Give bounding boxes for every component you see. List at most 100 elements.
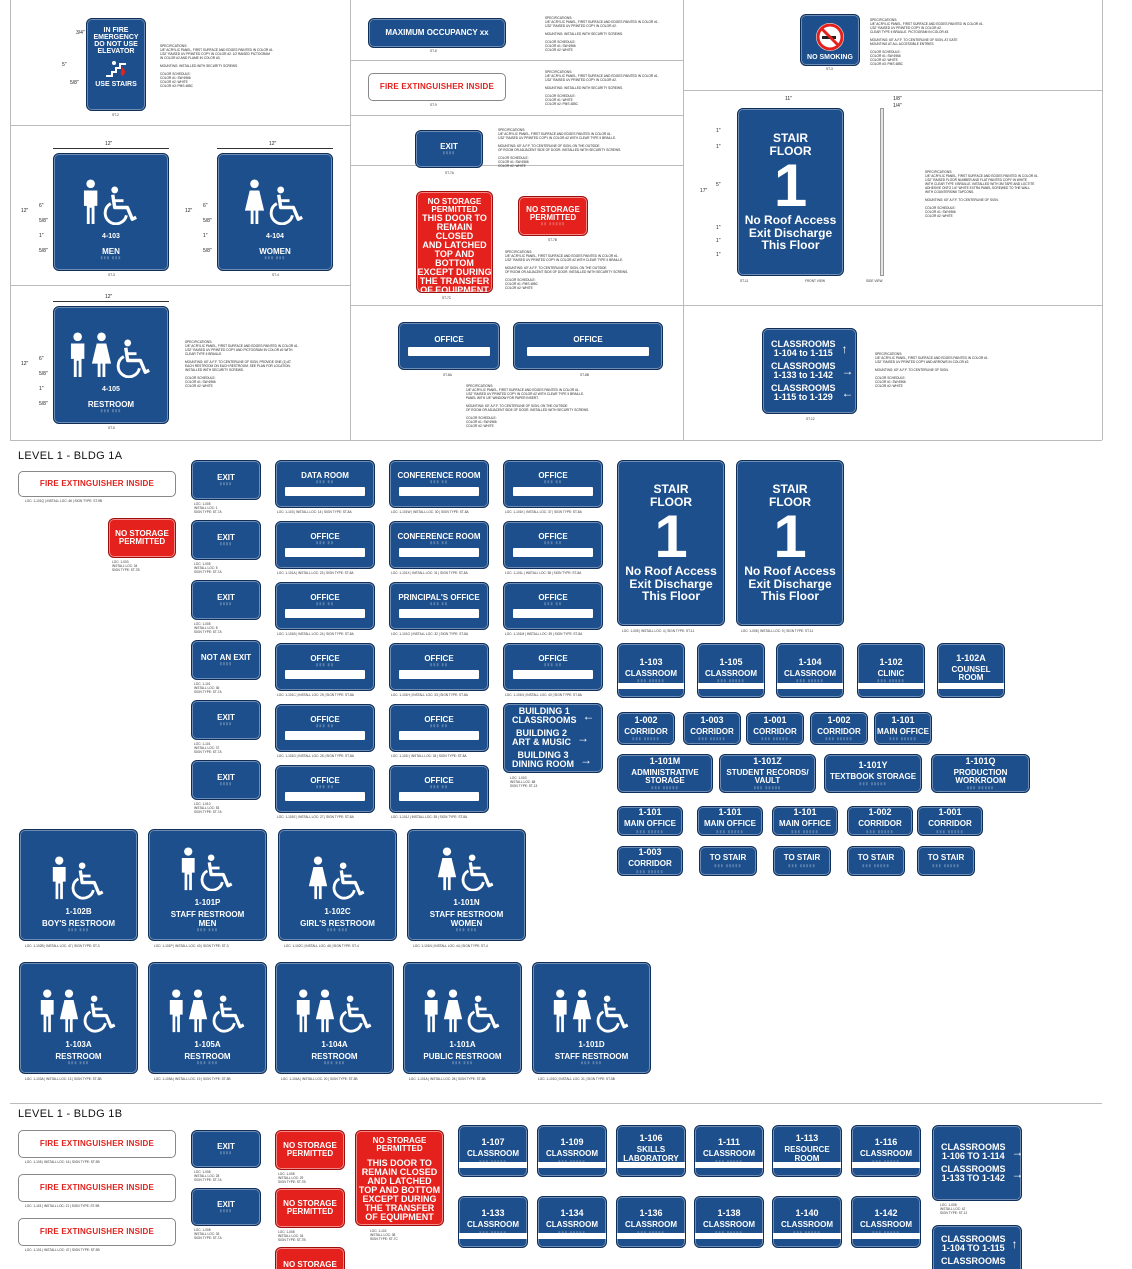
braille-text: ⠿⠿⠿ ⠿⠿ <box>316 785 334 790</box>
sign-code: ST-2 <box>112 113 119 117</box>
room-number: 1-104 <box>798 656 822 667</box>
install-caption: LOC: 1-101P | INSTALL LOC: 43 | SIGN TYP… <box>154 944 229 948</box>
room-sign-with-insert: OFFICE⠿⠿⠿ ⠿⠿ <box>275 643 375 691</box>
paper-insert-window <box>398 609 480 619</box>
room-label: CLASSROOM <box>467 1149 519 1159</box>
install-caption: LOC: 1-008 INSTALL LOC: 34 SIGN TYPE: ST… <box>278 1230 306 1242</box>
stair-info: Exit Discharge <box>748 225 833 240</box>
room-label: STUDENT RECORDS/ VAULT <box>726 767 809 785</box>
room-number: 1-136 <box>639 1208 663 1219</box>
direction-label: BUILDING 3 DINING ROOM <box>512 750 574 769</box>
insert-strip <box>852 1162 920 1168</box>
dimension: 6" <box>39 203 44 209</box>
dimension: 5/8" <box>70 80 79 86</box>
room-number: 1-105 <box>719 656 743 667</box>
frame-line <box>350 165 683 166</box>
sign-label: NO STORAGE <box>283 1259 337 1269</box>
room-label: MAIN OFFICE <box>877 726 929 736</box>
braille-text: ⠿⠿⠿ ⠿⠿⠿ <box>326 928 349 932</box>
braille-text: ⠿⠿⠿ ⠿⠿ <box>316 602 334 607</box>
room-label: GIRL'S RESTROOM <box>300 918 375 928</box>
braille-text: ⠿⠿⠿ ⠿⠿⠿ <box>196 928 219 932</box>
paper-insert-window <box>398 792 480 802</box>
braille-text: ⠿⠿⠿ ⠿⠿ <box>544 541 562 546</box>
wheelchair-icon <box>332 862 365 900</box>
dimension: 12" <box>105 294 113 300</box>
paper-insert-window <box>512 548 594 558</box>
room-label: CORRIDOR <box>690 726 734 736</box>
dimension: 1" <box>39 233 44 239</box>
sign-code: ST-7A <box>445 171 454 175</box>
room-number: 1-101A <box>449 1039 476 1049</box>
room-number: 1-101M <box>649 755 681 766</box>
paper-insert-window <box>284 670 366 680</box>
room-label: CLASSROOM <box>703 1149 755 1159</box>
sign-label: MAXIMUM OCCUPANCY xx <box>385 27 489 37</box>
braille-text: ⠿⠿⠿ ⠿⠿ <box>316 541 334 546</box>
sign-code: ST-9 <box>430 103 437 107</box>
sign-line: PERMITTED <box>529 213 577 222</box>
braille-text: ⠿⠿⠿ ⠿⠿⠿⠿⠿ <box>788 863 816 868</box>
paper-insert-window <box>284 609 366 619</box>
no-smoking-sign: NO SMOKING <box>800 14 860 66</box>
sign-code: ST-8B <box>580 373 589 377</box>
direction-row: CLASSROOMS 1-133 TO 1-142→ <box>941 1165 1021 1183</box>
braille-text: ⠿⠿ ⠿⠿⠿⠿⠿ <box>540 222 566 226</box>
install-caption: LOC: 1-101J | INSTALL LOC: 35 | SIGN TYP… <box>391 815 468 819</box>
pictogram <box>436 847 497 892</box>
woman-icon <box>91 332 111 377</box>
braille-text: ⠿⠿⠿ ⠿⠿⠿⠿⠿ <box>636 869 664 874</box>
room-label: OFFICE <box>538 531 568 541</box>
room-label: TO STAIR <box>927 853 965 863</box>
room-sign-with-insert: PRINCIPAL'S OFFICE⠿⠿⠿ ⠿⠿ <box>389 582 489 630</box>
braille-text: ⠿⠿⠿⠿ <box>219 602 233 607</box>
man-icon <box>296 989 310 1032</box>
office-sign: OFFICE <box>398 322 500 370</box>
room-label: MAIN OFFICE <box>624 819 676 829</box>
braille-text: ⠿⠿⠿⠿ <box>219 1151 233 1156</box>
install-caption: LOC: 1-102 INSTALL LOC: 38 SIGN TYPE: ST… <box>370 1229 398 1241</box>
frame-line <box>683 305 1102 306</box>
sign-label: FIRE EXTINGUISHER INSIDE <box>379 81 495 91</box>
frame-line <box>683 0 684 440</box>
sign-line: USE STAIRS <box>95 81 137 88</box>
specifications: SPECIFICATIONS: 1/8" ACRYLIC PANEL, FIRS… <box>498 128 622 168</box>
install-caption: LOC: 1-105A | INSTALL LOC: 19 | SIGN TYP… <box>154 1077 231 1081</box>
room-sign-with-insert: OFFICE⠿⠿⠿ ⠿⠿ <box>503 643 603 691</box>
install-caption: LOC: 1-010 INSTALL LOC: 53 SIGN TYPE: ST… <box>194 802 222 814</box>
paper-insert-window <box>398 731 480 741</box>
room-number: 1-142 <box>874 1208 898 1219</box>
room-sign-with-insert: OFFICE⠿⠿⠿ ⠿⠿ <box>275 765 375 813</box>
braille-text: ⠿⠿⠿ ⠿⠿⠿ <box>264 256 286 260</box>
install-caption: LOC: 1-101N | INSTALL LOC: 44 | SIGN TYP… <box>413 944 488 948</box>
braille-text: ⠿⠿⠿ ⠿⠿⠿⠿⠿ <box>859 782 887 787</box>
braille-text: ⠿⠿⠿⠿ <box>219 782 233 787</box>
dimension: 6" <box>39 356 44 362</box>
wheelchair-icon <box>461 854 494 892</box>
room-label: CORRIDOR <box>753 726 797 736</box>
braille-text: ⠿⠿⠿ ⠿⠿⠿⠿⠿ <box>479 1160 506 1164</box>
fire-extinguisher-sign: FIRE EXTINGUISHER INSIDE <box>18 1174 176 1202</box>
install-caption: LOC: 1-101K | INSTALL LOC: 37 | SIGN TYP… <box>505 510 582 514</box>
specifications: SPECIFICATIONS: 1/8" ACRYLIC PANEL, FIRS… <box>466 384 590 428</box>
room-label: DATA ROOM <box>301 470 349 480</box>
insert-strip <box>773 1162 841 1168</box>
room-number: 1-101 <box>718 807 742 818</box>
man-icon <box>52 856 66 899</box>
braille-text: ⠿⠿⠿ ⠿⠿⠿ <box>455 928 478 932</box>
arrow-icon: ↑ <box>1011 1236 1018 1251</box>
man-icon <box>169 989 183 1032</box>
exit-sign: EXIT⠿⠿⠿⠿ <box>191 700 261 740</box>
sign-line: AND LATCHED <box>367 1176 432 1186</box>
braille-text: ⠿⠿⠿ ⠿⠿⠿⠿⠿ <box>936 829 964 834</box>
braille-text: ⠿⠿⠿⠿ <box>219 1209 233 1214</box>
room-number: 1-111 <box>717 1137 741 1148</box>
